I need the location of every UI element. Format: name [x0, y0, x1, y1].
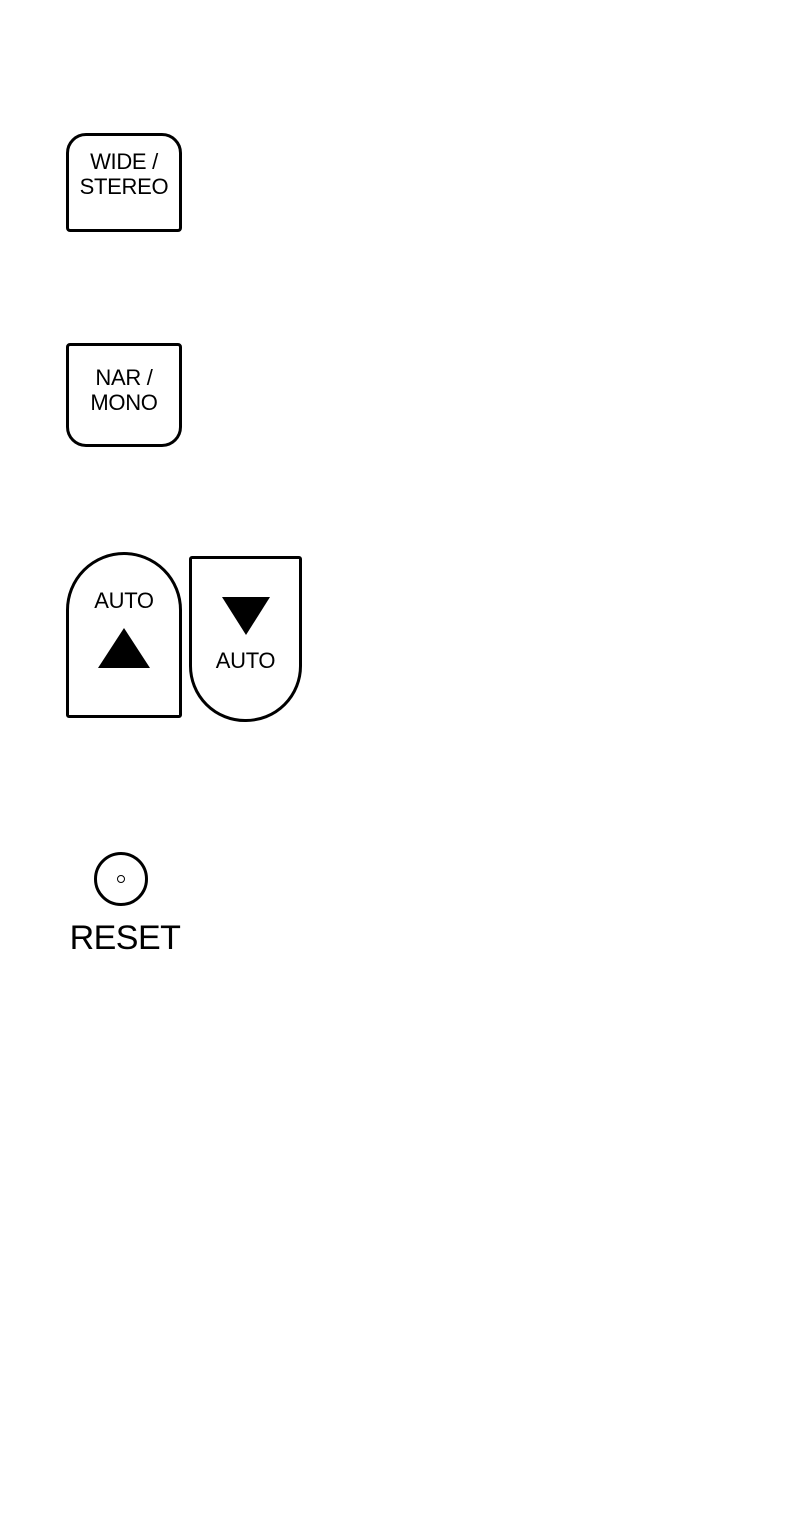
- nar-mono-label-line1: NAR /: [95, 365, 152, 390]
- auto-up-label: AUTO: [94, 588, 154, 613]
- wide-stereo-button[interactable]: WIDE / STEREO: [66, 133, 182, 232]
- triangle-up-icon: [98, 628, 150, 668]
- triangle-down-icon: [222, 597, 270, 635]
- wide-stereo-label-line2: STEREO: [80, 174, 169, 199]
- wide-stereo-label-line1: WIDE /: [90, 149, 158, 174]
- reset-label: RESET: [40, 918, 210, 958]
- nar-mono-label-line2: MONO: [90, 390, 157, 415]
- auto-down-button[interactable]: AUTO: [189, 556, 302, 722]
- reset-pinhole-icon: [117, 875, 125, 883]
- reset-button[interactable]: [94, 852, 148, 906]
- auto-up-button[interactable]: AUTO: [66, 552, 182, 718]
- auto-down-label: AUTO: [216, 648, 276, 673]
- nar-mono-button[interactable]: NAR / MONO: [66, 343, 182, 447]
